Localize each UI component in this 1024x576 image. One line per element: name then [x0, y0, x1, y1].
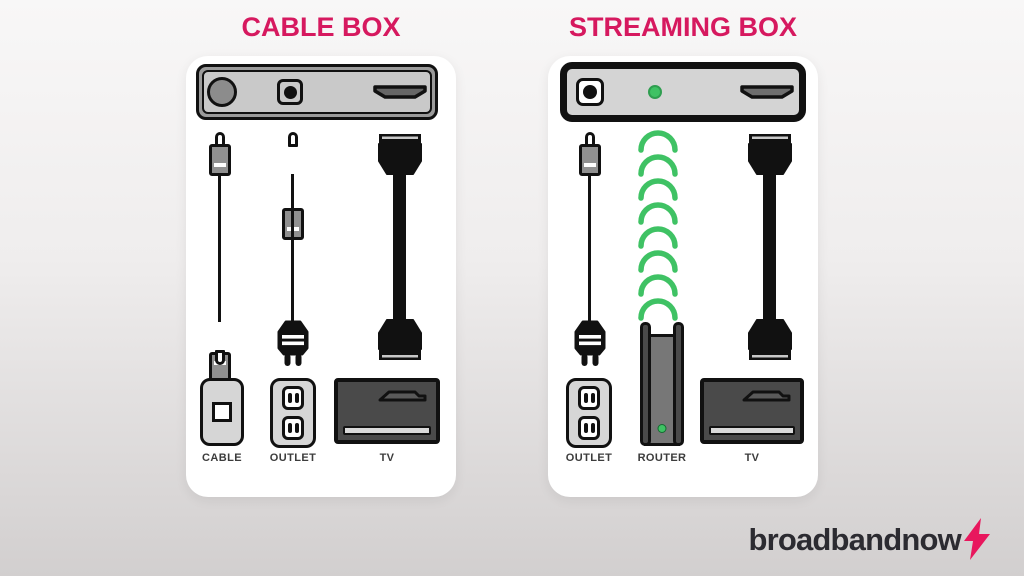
logo-text-broadband: broadband [748, 522, 902, 557]
socket [578, 416, 600, 440]
coax-cable-wire [218, 174, 221, 322]
connector-stripe [584, 163, 596, 167]
hdmi-port-icon [373, 85, 427, 99]
streaming-box-device [560, 62, 806, 122]
optical-port-icon [576, 78, 604, 106]
power-plug-icon [574, 320, 606, 366]
hdmi-cable-bottom-connector [378, 319, 422, 360]
logo-text-now: now [901, 522, 961, 557]
hdmi-cable-wire [393, 174, 406, 320]
optical-dot [283, 85, 297, 99]
tv-hdmi-port-icon [742, 390, 791, 402]
label-tv: TV [744, 452, 760, 464]
socket [282, 386, 304, 410]
connector-stripe [214, 163, 226, 167]
label-tv: TV [379, 452, 395, 464]
cable-jack [212, 402, 232, 422]
hdmi-cable-top-connector [748, 134, 792, 175]
coax-cable-top-connector [209, 144, 231, 176]
tv-stand-bar [343, 426, 431, 435]
streaming-box-card: OUTLET ROUTER TV [548, 56, 818, 497]
tv-icon [700, 378, 804, 444]
cable-box-device [196, 64, 438, 120]
streaming-box-title: STREAMING BOX [568, 12, 797, 42]
label-outlet: OUTLET [269, 452, 317, 464]
socket [578, 386, 600, 410]
label-router: ROUTER [637, 452, 687, 464]
tv-stand-bar [709, 426, 795, 435]
power-cable-wire [291, 174, 294, 324]
label-outlet: OUTLET [565, 452, 613, 464]
outlet-icon [270, 378, 316, 448]
router-rail [673, 322, 684, 446]
cable-box-title: CABLE BOX [241, 12, 401, 42]
hdmi-cable-bottom-connector [748, 319, 792, 360]
socket [282, 416, 304, 440]
tv-icon [334, 378, 440, 444]
router-led-icon [657, 424, 667, 433]
optical-port-icon [277, 79, 303, 105]
cable-wall-plate-icon [200, 378, 244, 446]
lightning-bolt-icon [964, 518, 990, 560]
router-rail [640, 322, 651, 446]
hdmi-port-icon [740, 85, 794, 99]
tv-hdmi-port-icon [378, 390, 427, 402]
power-plug-icon [277, 320, 309, 366]
wifi-signal-icon [638, 130, 678, 321]
router-icon [640, 322, 684, 446]
cable-box-card: CABLE OUTLET TV [186, 56, 456, 497]
optical-dot [583, 85, 597, 99]
coax-cable-bottom-tip [215, 350, 225, 365]
label-cable: CABLE [202, 452, 242, 464]
power-cable-wire [588, 174, 591, 324]
power-led-icon [648, 85, 662, 99]
coax-port-icon [207, 77, 237, 107]
power-cable-top-connector [579, 144, 601, 176]
hdmi-cable-wire [763, 174, 776, 320]
outlet-icon [566, 378, 612, 448]
hdmi-cable-top-connector [378, 134, 422, 175]
power-cable-top-tip [288, 132, 298, 147]
